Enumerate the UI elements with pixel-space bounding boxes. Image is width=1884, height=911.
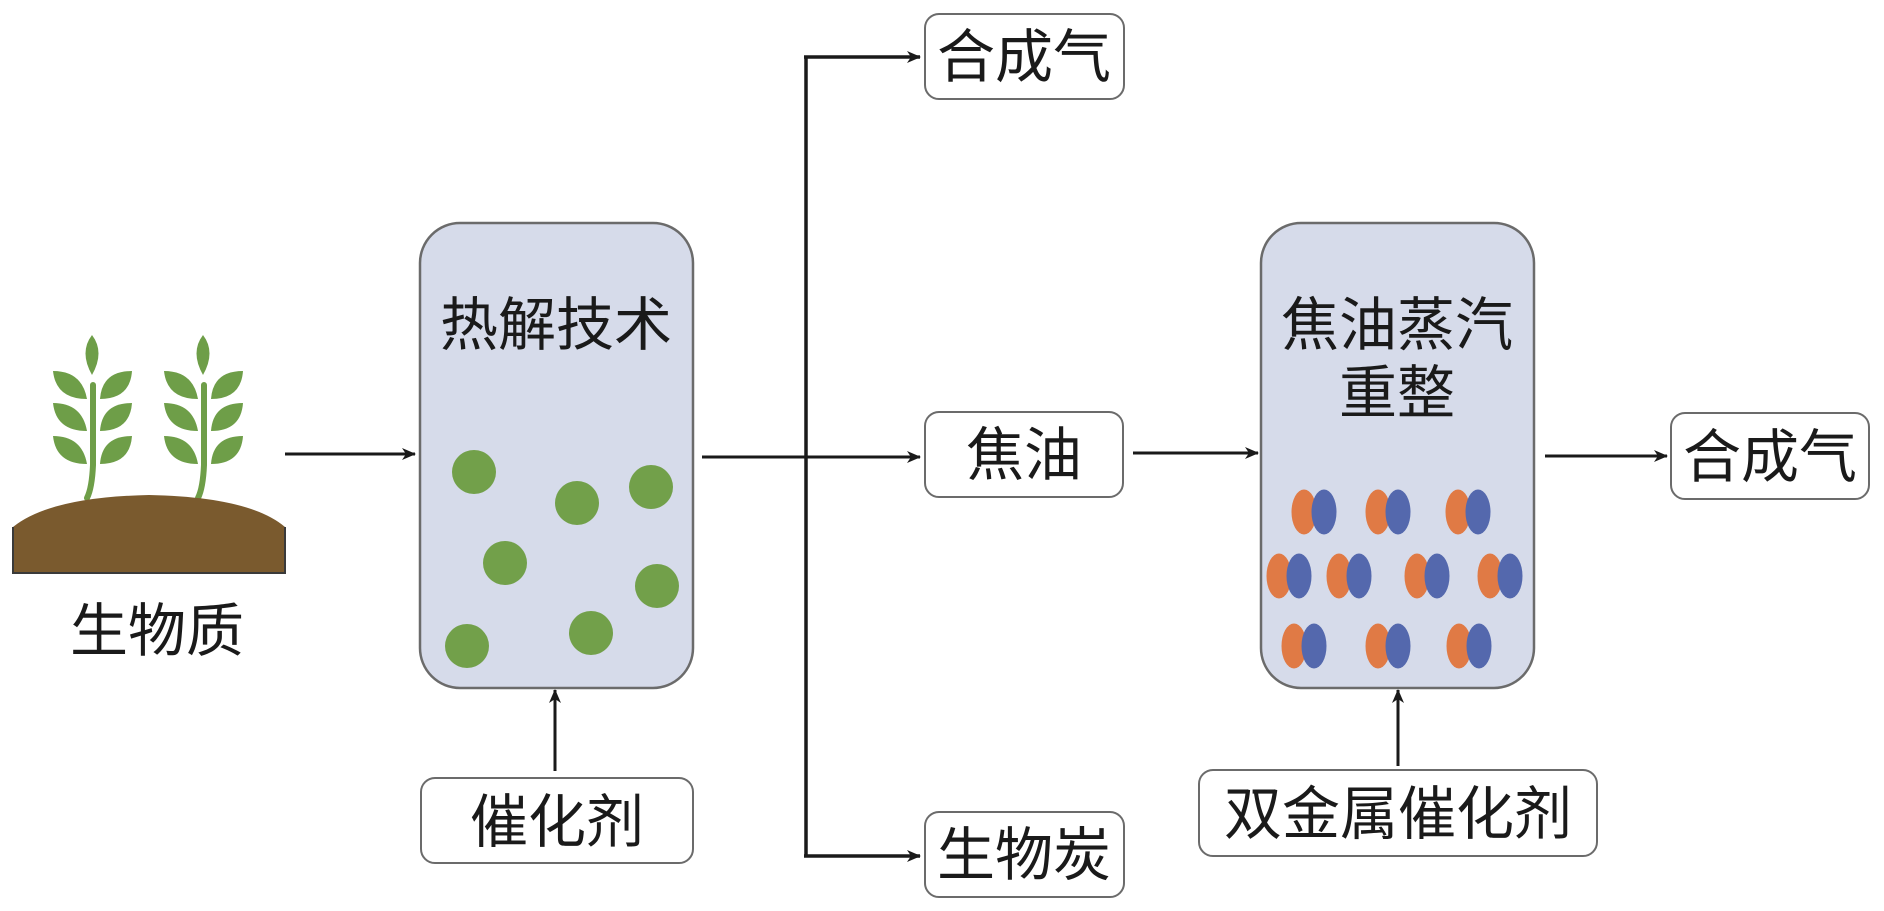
metal-b-particle bbox=[1385, 489, 1411, 535]
catalyst-particle bbox=[635, 564, 679, 608]
catalyst-particles bbox=[445, 450, 679, 668]
metal-b-particle bbox=[1466, 623, 1492, 669]
metal-b-particle bbox=[1465, 489, 1491, 535]
bimetallic-particle bbox=[1445, 489, 1491, 535]
leaf bbox=[100, 371, 132, 399]
biomass-label: 生物质 bbox=[70, 597, 244, 665]
leaf bbox=[211, 403, 243, 431]
final-syngas-box bbox=[1670, 412, 1870, 500]
leaf bbox=[100, 436, 132, 464]
metal-a-particle bbox=[1445, 489, 1471, 535]
metal-a-particle bbox=[1365, 489, 1391, 535]
reforming-reactor-label-line1: 焦油蒸汽 bbox=[1281, 291, 1513, 359]
bimetallic-particle bbox=[1365, 623, 1411, 669]
syngas-label: 合成气 bbox=[937, 23, 1111, 91]
pyrolysis-reactor: 热解技术 bbox=[418, 221, 695, 690]
stem bbox=[195, 382, 207, 501]
reforming-reactor: 焦油蒸汽 重整 bbox=[1259, 221, 1536, 690]
bimetallic-particle bbox=[1446, 623, 1492, 669]
leaf bbox=[100, 403, 132, 431]
catalyst-particle bbox=[483, 541, 527, 585]
metal-a-particle bbox=[1326, 553, 1352, 599]
catalyst-label: 催化剂 bbox=[470, 788, 644, 856]
final-syngas-label: 合成气 bbox=[1683, 423, 1857, 491]
stem bbox=[84, 382, 96, 501]
leaf bbox=[211, 371, 243, 399]
metal-b-particle bbox=[1424, 553, 1450, 599]
biochar-box bbox=[924, 811, 1125, 898]
leaf bbox=[164, 436, 198, 464]
metal-b-particle bbox=[1346, 553, 1372, 599]
soil-outline bbox=[12, 527, 286, 574]
metal-b-particle bbox=[1301, 623, 1327, 669]
bimetallic-particle bbox=[1266, 553, 1312, 599]
bimetallic-particle bbox=[1281, 623, 1327, 669]
metal-b-particle bbox=[1497, 553, 1523, 599]
soil-mound bbox=[13, 495, 285, 573]
catalyst-particle bbox=[452, 450, 496, 494]
leaf bbox=[164, 403, 198, 431]
catalyst-particle bbox=[555, 481, 599, 525]
metal-b-particle bbox=[1311, 489, 1337, 535]
biochar-label: 生物炭 bbox=[937, 821, 1111, 889]
catalyst-particle bbox=[629, 465, 673, 509]
leaf bbox=[53, 403, 87, 431]
bimetallic-catalyst-box bbox=[1198, 769, 1598, 857]
metal-b-particle bbox=[1286, 553, 1312, 599]
pyrolysis-reactor-label: 热解技术 bbox=[440, 291, 672, 359]
leaf bbox=[164, 371, 198, 399]
metal-a-particle bbox=[1281, 623, 1307, 669]
bimetallic-particle bbox=[1326, 553, 1372, 599]
metal-b-particle bbox=[1385, 623, 1411, 669]
biomass-icon bbox=[12, 335, 286, 574]
plant-icon bbox=[164, 335, 243, 501]
bimetallic-particle bbox=[1365, 489, 1411, 535]
bimetallic-particle bbox=[1477, 553, 1523, 599]
bimetallic-catalyst-label: 双金属催化剂 bbox=[1224, 780, 1572, 848]
syngas-box bbox=[924, 13, 1125, 100]
metal-a-particle bbox=[1404, 553, 1430, 599]
leaf bbox=[85, 335, 99, 375]
plant-icon bbox=[53, 335, 132, 501]
leaf bbox=[53, 371, 87, 399]
metal-a-particle bbox=[1446, 623, 1472, 669]
tar-box bbox=[924, 411, 1124, 498]
catalyst-particle bbox=[445, 624, 489, 668]
catalyst-particle bbox=[569, 611, 613, 655]
metal-a-particle bbox=[1291, 489, 1317, 535]
leaf bbox=[53, 436, 87, 464]
leaf bbox=[211, 436, 243, 464]
bimetallic-particles bbox=[1266, 489, 1523, 669]
catalyst-box bbox=[420, 777, 694, 864]
bimetallic-particle bbox=[1404, 553, 1450, 599]
metal-a-particle bbox=[1477, 553, 1503, 599]
leaf bbox=[196, 335, 210, 375]
reforming-reactor-label-line2: 重整 bbox=[1339, 359, 1455, 427]
metal-a-particle bbox=[1365, 623, 1391, 669]
bimetallic-particle bbox=[1291, 489, 1337, 535]
metal-a-particle bbox=[1266, 553, 1292, 599]
tar-label: 焦油 bbox=[966, 421, 1082, 489]
